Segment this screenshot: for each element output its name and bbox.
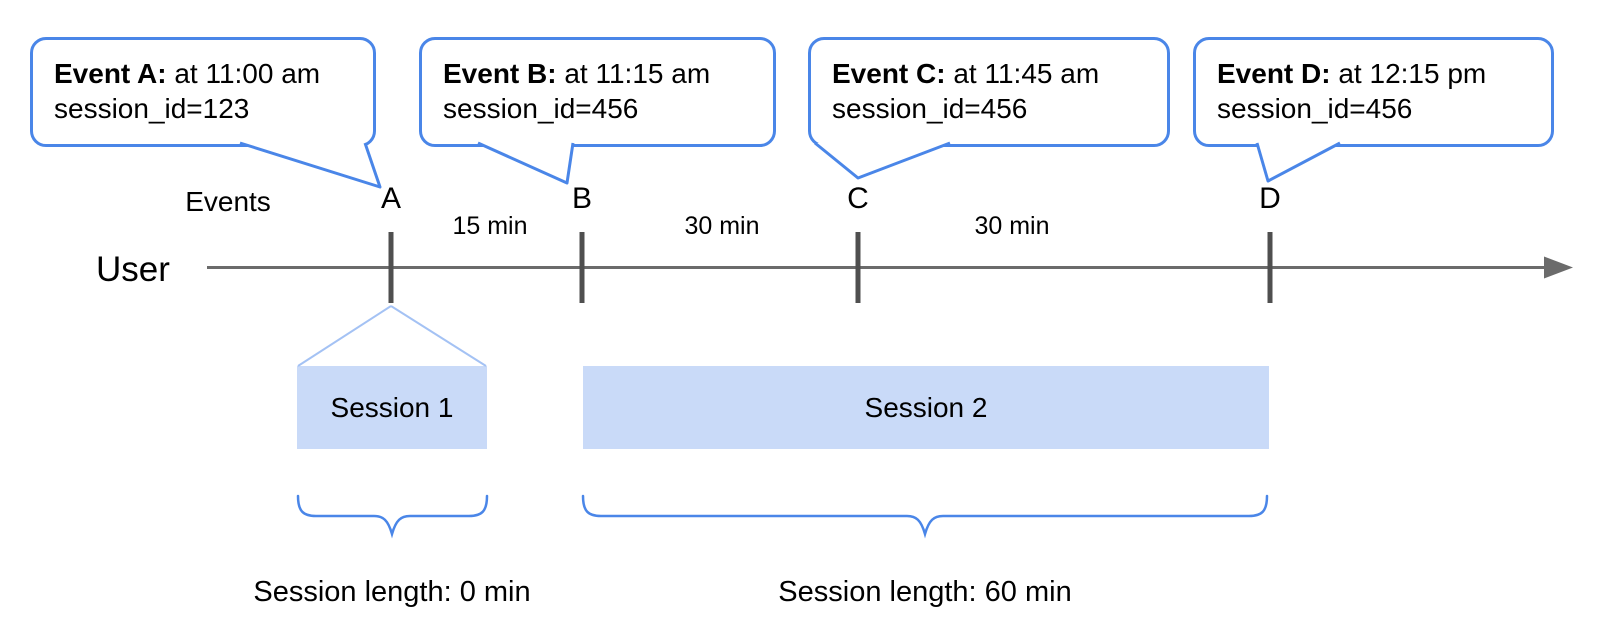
- event-bubble-b-line1: Event B: at 11:15 am: [443, 56, 773, 91]
- event-bubble-a-time: at 11:00 am: [174, 58, 321, 89]
- session2-brace: [581, 494, 1269, 539]
- event-bubble-a: Event A: at 11:00 am session_id=123: [30, 37, 376, 147]
- event-bubble-b-session-id: session_id=456: [443, 93, 639, 124]
- event-bubble-d-line1: Event D: at 12:15 pm: [1217, 56, 1551, 91]
- session1-label: Session 1: [330, 391, 454, 423]
- event-marker-a: A: [380, 182, 402, 215]
- session1-funnel-left: [297, 305, 392, 367]
- event-marker-d: D: [1259, 182, 1281, 215]
- session2-box: Session 2: [583, 366, 1269, 449]
- session2-label: Session 2: [864, 391, 988, 423]
- bubble-tail-c: [814, 141, 951, 180]
- interval-label-a-b: 15 min: [452, 212, 528, 240]
- event-bubble-d-title: Event D:: [1217, 58, 1331, 89]
- event-bubble-d: Event D: at 12:15 pm session_id=456: [1193, 37, 1554, 147]
- user-label: User: [96, 250, 170, 289]
- event-bubble-c-session-id: session_id=456: [832, 93, 1028, 124]
- event-bubble-c: Event C: at 11:45 am session_id=456: [808, 37, 1170, 147]
- event-marker-b: B: [571, 182, 593, 215]
- event-bubble-d-session-id: session_id=456: [1217, 93, 1413, 124]
- session1-funnel-right: [390, 305, 487, 367]
- event-bubble-a-session-id: session_id=123: [54, 93, 250, 124]
- session1-length-label: Session length: 0 min: [253, 576, 531, 608]
- event-bubble-c-title: Event C:: [832, 58, 946, 89]
- event-bubble-a-line1: Event A: at 11:00 am: [54, 56, 373, 91]
- bubble-tail-b: [477, 141, 575, 185]
- interval-label-b-c: 30 min: [684, 212, 760, 240]
- event-bubble-b-title: Event B:: [443, 58, 557, 89]
- session1-box: Session 1: [297, 366, 487, 449]
- event-bubble-d-time: at 12:15 pm: [1338, 58, 1487, 89]
- events-axis-label: Events: [185, 186, 271, 217]
- event-bubble-b: Event B: at 11:15 am session_id=456: [419, 37, 776, 147]
- event-marker-c: C: [847, 182, 869, 215]
- session2-length-label: Session length: 60 min: [778, 576, 1072, 608]
- bubble-tail-d: [1255, 141, 1341, 183]
- event-bubble-c-time: at 11:45 am: [953, 58, 1100, 89]
- event-bubble-c-line1: Event C: at 11:45 am: [832, 56, 1167, 91]
- interval-label-c-d: 30 min: [974, 212, 1050, 240]
- event-bubble-b-time: at 11:15 am: [564, 58, 711, 89]
- timeline-arrowhead-icon: [1544, 256, 1573, 279]
- session1-brace: [296, 494, 489, 539]
- bubble-tail-a: [239, 141, 382, 189]
- event-bubble-a-title: Event A:: [54, 58, 167, 89]
